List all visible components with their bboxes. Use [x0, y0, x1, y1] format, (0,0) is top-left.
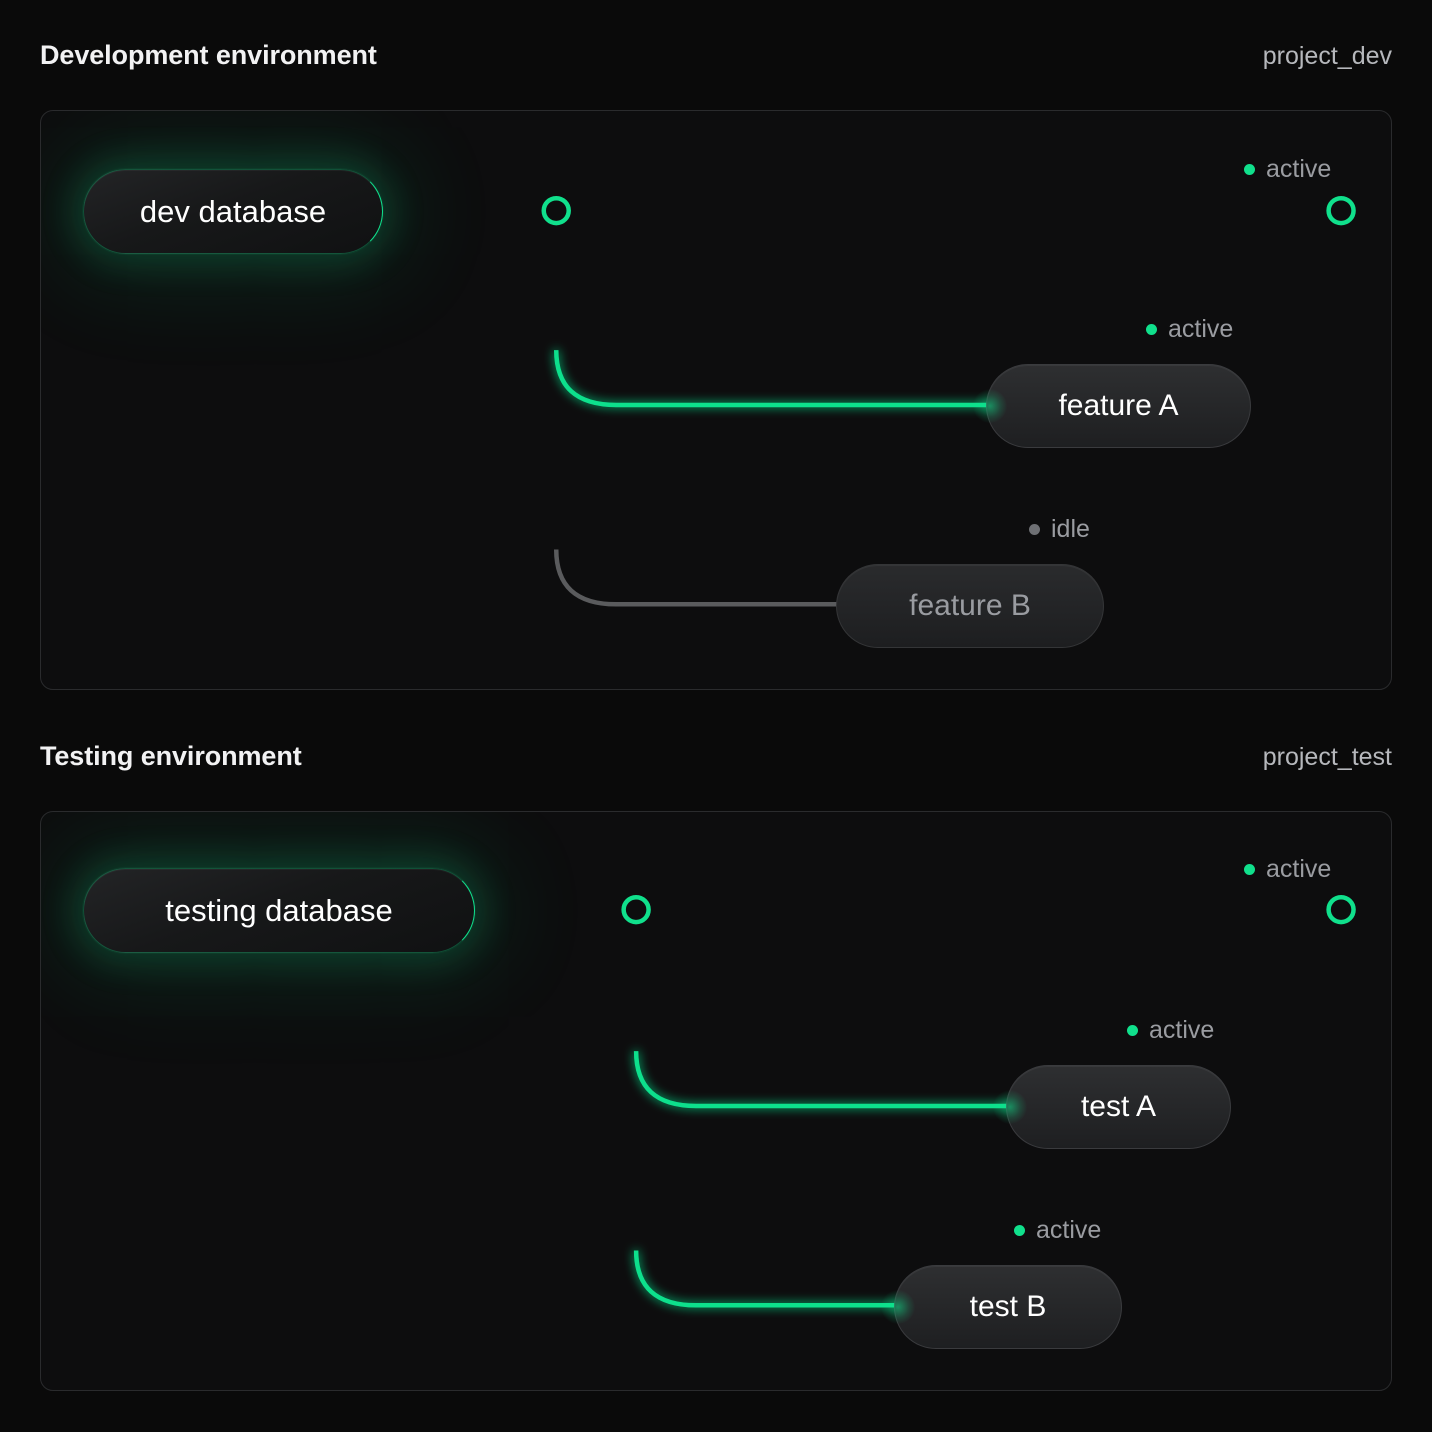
status-dot-icon [1244, 864, 1255, 875]
wire-branch-test-a [633, 1051, 1010, 1109]
node-test-a[interactable]: test A [993, 1065, 1231, 1149]
status-label: active [1266, 855, 1332, 883]
section-header-development: Development environment project_dev [40, 40, 1392, 86]
status-dot-icon [1146, 324, 1157, 335]
project-tag-development: project_dev [1262, 42, 1392, 70]
status-badge-test-b: active [1014, 1216, 1101, 1245]
node-label: test A [1080, 1090, 1157, 1123]
status-badge-test-endpoint: active [1244, 855, 1331, 884]
node-feature-a[interactable]: feature A [973, 364, 1251, 448]
status-label: active [1168, 315, 1234, 343]
node-dev-database[interactable]: dev database [83, 169, 383, 254]
node-feature-b[interactable]: feature B [836, 564, 1104, 648]
environment-panel-development: dev database active active feature A idl… [40, 110, 1392, 690]
section-header-testing: Testing environment project_test [40, 741, 1392, 787]
wire-branch-test-b [633, 1250, 898, 1308]
node-label: feature B [909, 589, 1031, 622]
status-dot-icon [1244, 164, 1255, 175]
page-title-testing: Testing environment [40, 741, 302, 771]
wire-branch-feature-a [553, 350, 990, 408]
status-badge-test-a: active [1127, 1016, 1214, 1045]
wire-branch-feature-b [553, 549, 840, 607]
node-label: feature A [1058, 389, 1179, 422]
status-label: idle [1051, 515, 1090, 543]
node-label: test B [969, 1290, 1047, 1323]
status-dot-icon [1029, 524, 1040, 535]
status-dot-icon [1127, 1025, 1138, 1036]
node-testing-database[interactable]: testing database [83, 868, 475, 953]
status-badge-feature-a: active [1146, 315, 1233, 344]
junction-node-development[interactable] [541, 195, 571, 226]
environment-panel-testing: testing database active active test A ac… [40, 811, 1392, 1391]
junction-node-testing[interactable] [621, 894, 651, 925]
status-badge-dev-endpoint: active [1244, 155, 1331, 184]
endpoint-node-development[interactable] [1326, 195, 1356, 226]
status-label: active [1036, 1216, 1102, 1244]
node-label: testing database [165, 892, 393, 928]
status-dot-icon [1014, 1225, 1025, 1236]
status-label: active [1266, 155, 1332, 183]
endpoint-node-testing[interactable] [1326, 894, 1356, 925]
status-badge-feature-b: idle [1029, 515, 1090, 544]
status-label: active [1149, 1016, 1215, 1044]
node-label: dev database [139, 193, 327, 229]
node-test-b[interactable]: test B [881, 1265, 1122, 1349]
page-title-development: Development environment [40, 40, 377, 70]
project-tag-testing: project_test [1262, 743, 1392, 771]
